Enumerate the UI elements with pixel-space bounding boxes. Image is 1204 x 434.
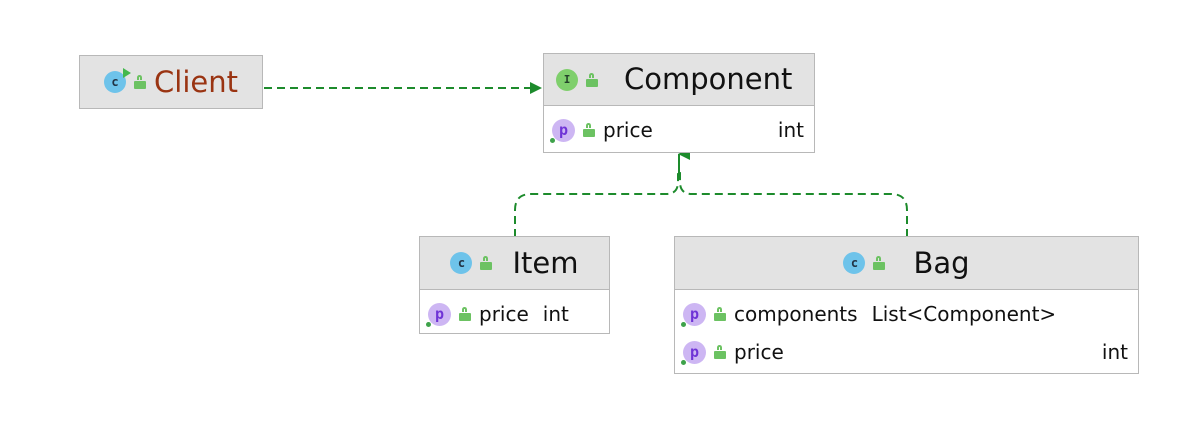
interface-title: Component: [624, 62, 793, 96]
property-icon: p: [681, 302, 706, 327]
class-item-header: c Item: [420, 237, 609, 289]
public-lock-icon: [583, 123, 595, 137]
field-row-price: p price int: [544, 114, 814, 146]
field-name: components: [734, 302, 858, 326]
field-type: int: [542, 302, 569, 326]
field-type: List<Component>: [871, 302, 1057, 326]
interface-component-fields: p price int: [544, 105, 814, 152]
class-icon: c: [843, 252, 866, 274]
public-lock-icon: [480, 256, 493, 270]
public-lock-icon: [873, 256, 886, 270]
class-client-header: c Client: [80, 56, 262, 108]
property-icon: p: [426, 302, 451, 327]
class-bag-header: c Bag: [675, 237, 1138, 289]
class-icon: c: [450, 252, 473, 274]
field-row-components: p components List<Component>: [675, 298, 1138, 330]
class-client[interactable]: c Client: [79, 55, 263, 109]
realization-bag-to-component: [679, 170, 908, 237]
class-bag-fields: p components List<Component> p price int: [675, 289, 1138, 373]
public-lock-icon: [586, 72, 598, 87]
property-icon: p: [681, 340, 706, 365]
class-item[interactable]: c Item p price int: [419, 236, 610, 334]
public-lock-icon: [459, 307, 471, 321]
class-item-fields: p price int: [420, 289, 609, 333]
class-run-icon: c: [104, 68, 132, 93]
interface-component-header: I Component: [544, 54, 814, 105]
class-title: Item: [512, 245, 579, 280]
class-title: Bag: [913, 245, 970, 280]
public-lock-icon: [714, 345, 726, 359]
run-arrow-icon: [123, 68, 132, 78]
field-name: price: [479, 302, 529, 326]
property-icon: p: [550, 118, 575, 143]
public-lock-icon: [714, 307, 726, 321]
interface-component[interactable]: I Component p price int: [543, 53, 815, 153]
public-lock-icon: [134, 75, 147, 89]
class-bag[interactable]: c Bag p components List<Component> p pri…: [674, 236, 1139, 374]
class-title: Client: [154, 64, 238, 99]
field-type: int: [777, 118, 804, 142]
field-row-price: p price int: [675, 336, 1138, 368]
field-name: price: [603, 118, 653, 142]
realization-item-to-component: [514, 170, 679, 237]
field-type: int: [1101, 340, 1128, 364]
field-name: price: [734, 340, 784, 364]
field-row-price: p price int: [420, 298, 609, 330]
interface-icon: I: [556, 68, 578, 91]
